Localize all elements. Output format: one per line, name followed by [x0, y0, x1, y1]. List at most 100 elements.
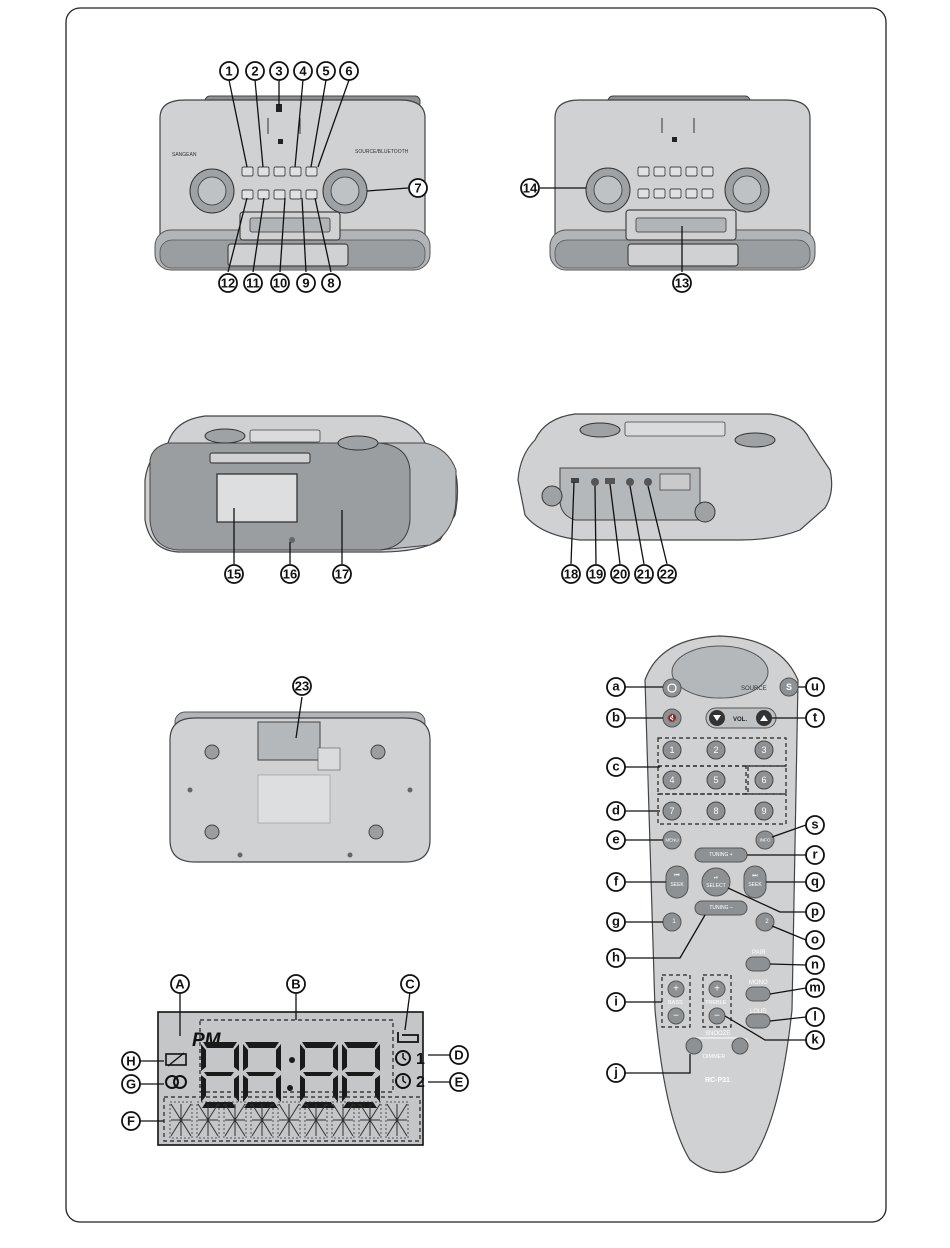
pair-button[interactable]: [746, 957, 770, 971]
callout-m: m: [809, 980, 821, 995]
treble-label: TREBLE: [705, 1000, 727, 1006]
callout-n: n: [811, 957, 819, 972]
callout-2: 2: [251, 64, 258, 79]
callout-13: 13: [675, 276, 689, 291]
callout-u: u: [811, 679, 819, 694]
callout-11: 11: [246, 276, 260, 291]
plus-icon: +: [673, 984, 679, 995]
select-label: SELECT: [706, 883, 725, 889]
callout-t: t: [813, 710, 818, 725]
callout-p: p: [811, 904, 819, 919]
key-3-label: 3: [761, 745, 766, 755]
key-7-label: 7: [669, 806, 674, 816]
callout-17: 17: [335, 567, 349, 582]
callout-18: 18: [564, 567, 578, 582]
power-button[interactable]: [663, 679, 681, 697]
callout-s: s: [811, 817, 818, 832]
pair-label: PAIR: [752, 950, 766, 956]
callout-16: 16: [283, 567, 297, 582]
callout-20: 20: [613, 567, 627, 582]
dimmer-label: DIMMER: [703, 1054, 725, 1060]
callout-o: o: [811, 932, 819, 947]
callout-B: B: [291, 977, 300, 992]
tuning-minus-label: TUNING –: [709, 905, 733, 911]
source-label: SOURCE/BLUETOOTH: [355, 149, 409, 155]
callout-5: 5: [322, 64, 329, 79]
callout-4: 4: [299, 64, 307, 79]
callout-9: 9: [302, 276, 309, 291]
brand-label: SANGEAN: [172, 152, 197, 158]
callout-E: E: [455, 1075, 464, 1090]
callout-10: 10: [273, 276, 287, 291]
callout-19: 19: [589, 567, 603, 582]
callout-e: e: [612, 832, 619, 847]
callout-H: H: [126, 1054, 135, 1069]
callout-g: g: [612, 914, 620, 929]
callout-1: 1: [225, 64, 232, 79]
callout-l: l: [813, 1009, 817, 1024]
battery-compartment: [258, 722, 320, 760]
callout-3: 3: [275, 64, 282, 79]
callout-G: G: [126, 1077, 136, 1092]
play-pause-icon: ⏯: [714, 875, 718, 881]
callout-21: 21: [637, 567, 651, 582]
mono-button[interactable]: [746, 987, 770, 1001]
bass-label: BASS: [668, 1000, 683, 1006]
callout-23: 23: [295, 679, 309, 694]
callout-b: b: [612, 710, 620, 725]
callout-8: 8: [327, 276, 334, 291]
callout-15: 15: [227, 567, 241, 582]
key-5-label: 5: [713, 775, 718, 785]
snooze-dimmer-right-button[interactable]: [732, 1038, 748, 1054]
callout-7: 7: [414, 181, 421, 196]
callout-c: c: [612, 759, 619, 774]
key-4-label: 4: [669, 775, 674, 785]
prev-icon: ⏮: [674, 873, 680, 879]
key-8-label: 8: [713, 806, 718, 816]
callout-k: k: [811, 1032, 819, 1047]
callouts-bottom: 23: [293, 677, 311, 695]
next-icon: ⏭: [752, 873, 758, 879]
source-label-remote: SOURCE: [741, 686, 767, 692]
vol-label: VOL.: [733, 717, 747, 723]
snooze-label: SNOOZE: [705, 1031, 730, 1037]
callout-r: r: [812, 847, 817, 862]
callout-f: f: [614, 874, 619, 889]
callout-6: 6: [345, 64, 352, 79]
speaker-icon: 🔇: [667, 713, 677, 723]
snooze-dimmer-left-button[interactable]: [686, 1038, 702, 1054]
alarm1-number: 1: [416, 1051, 425, 1068]
callout-h: h: [612, 950, 620, 965]
loud-button[interactable]: [746, 1014, 770, 1028]
select-button[interactable]: [702, 868, 730, 896]
seek-left-label: SEEK: [670, 882, 684, 888]
mono-label: MONO: [749, 980, 768, 986]
top-view-radio-right: [540, 96, 815, 272]
callout-F: F: [127, 1114, 135, 1129]
callout-i: i: [614, 994, 618, 1009]
callout-j: j: [613, 1065, 618, 1080]
info-label: INFO: [760, 838, 771, 843]
tuning-plus-label: TUNING +: [709, 852, 733, 858]
bottom-view-radio: [170, 697, 430, 862]
callout-C: C: [405, 977, 415, 992]
front-view-radio: [145, 416, 458, 564]
minus-icon: −: [673, 1011, 679, 1022]
top-view-radio: SANGEAN SOURCE/BLUETOOTH: [155, 96, 430, 270]
callout-A: A: [175, 977, 185, 992]
key-6-label: 6: [761, 775, 766, 785]
callout-q: q: [811, 874, 819, 889]
source-key-label: S: [786, 682, 792, 692]
remote-model-label: RC-P31: [705, 1077, 730, 1084]
menu-label: MENU: [665, 838, 678, 843]
lcd-window: [217, 474, 297, 522]
alarm2-number: 2: [416, 1074, 425, 1091]
callout-14: 14: [523, 181, 538, 196]
callout-a: a: [612, 679, 620, 694]
minus-icon: −: [714, 1011, 720, 1022]
callout-D: D: [454, 1048, 463, 1063]
lcd-display-diagram: PM 1 2: [140, 992, 450, 1145]
remote-control: 🔇 SOURCE S VOL. 1 2 3 4 5 6 7 8 9: [645, 636, 798, 1173]
seek-right-label: SEEK: [748, 882, 762, 888]
